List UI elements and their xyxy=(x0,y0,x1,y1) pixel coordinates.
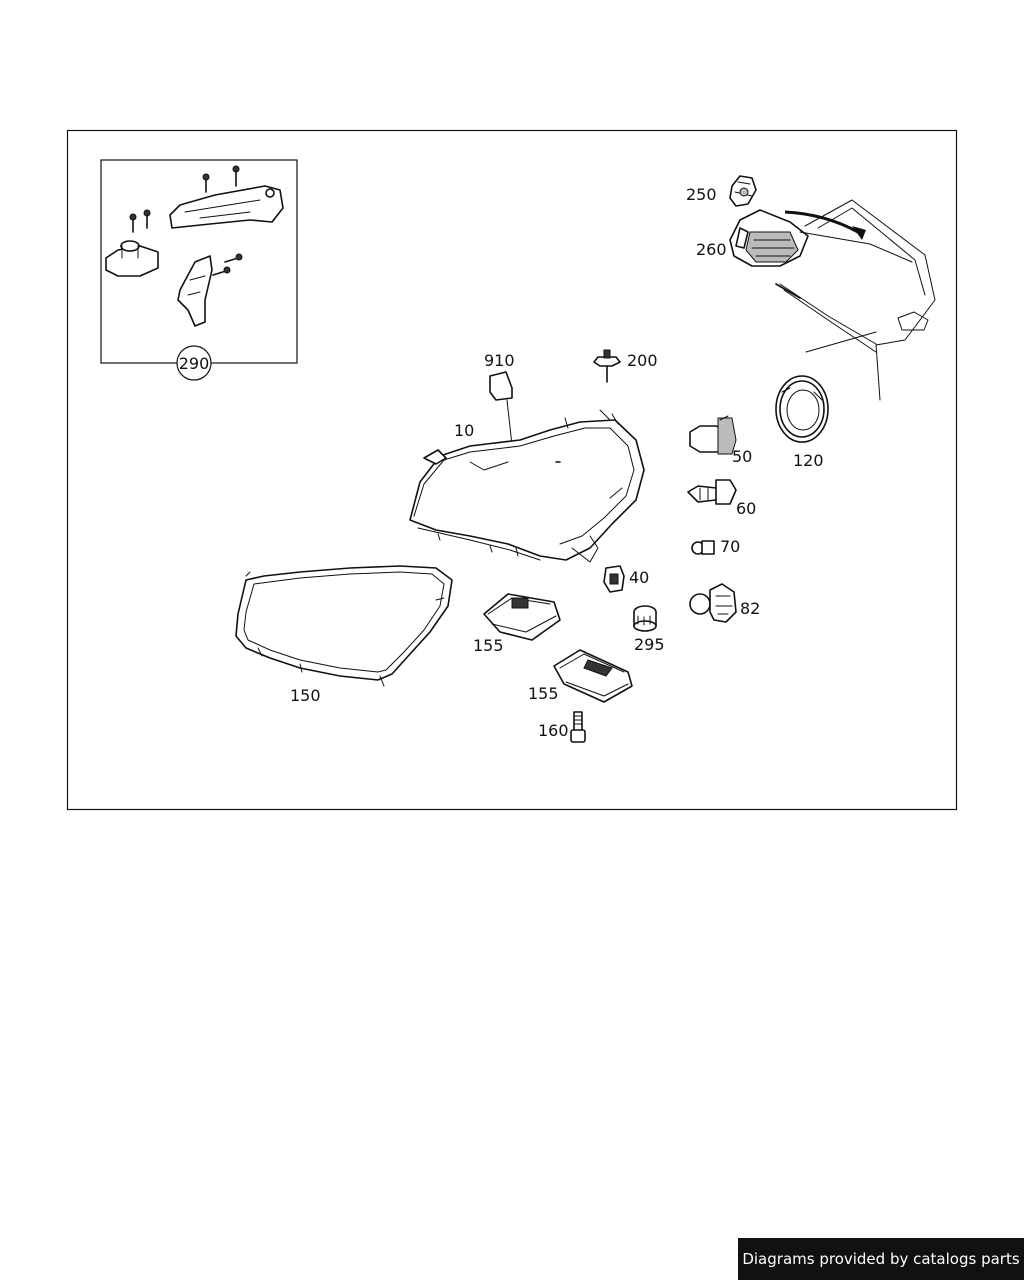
callout-295: 295 xyxy=(634,635,665,654)
callout-40: 40 xyxy=(629,568,649,587)
callout-155-upper: 155 xyxy=(473,636,504,655)
part-200-screw xyxy=(593,349,621,383)
inset-box-290 xyxy=(100,159,298,364)
install-arrow xyxy=(784,210,859,234)
part-150-seal xyxy=(235,565,453,687)
part-160-bolt xyxy=(570,711,586,743)
part-155-ballast-lower xyxy=(553,649,633,703)
part-155-ballast-upper xyxy=(483,593,561,641)
part-260-cap xyxy=(729,209,809,267)
callout-120: 120 xyxy=(793,451,824,470)
callout-910: 910 xyxy=(484,351,515,370)
car-silhouette xyxy=(775,199,936,401)
callout-70: 70 xyxy=(720,537,740,556)
part-120-cover xyxy=(775,375,829,443)
callout-290: 290 xyxy=(179,354,210,373)
callout-60: 60 xyxy=(736,499,756,518)
part-70-bulb xyxy=(691,540,715,555)
credit-banner: Diagrams provided by catalogs parts xyxy=(738,1238,1024,1280)
callout-10: 10 xyxy=(454,421,474,440)
part-295-plug xyxy=(633,605,657,632)
part-50-bulb xyxy=(689,415,737,455)
arrow-head xyxy=(852,226,866,240)
part-60-bulb xyxy=(687,479,737,505)
part-910-tag xyxy=(489,371,513,446)
diagram-frame xyxy=(66,129,958,811)
callout-50: 50 xyxy=(732,447,752,466)
callout-200: 200 xyxy=(627,351,658,370)
part-40-clip xyxy=(603,565,625,593)
callout-250: 250 xyxy=(686,185,717,204)
callout-82: 82 xyxy=(740,599,760,618)
callout-260: 260 xyxy=(696,240,727,259)
callout-150: 150 xyxy=(290,686,321,705)
part-82-bulb xyxy=(689,583,737,623)
callout-160: 160 xyxy=(538,721,569,740)
part-10-headlamp xyxy=(409,409,645,563)
callout-circle-290 xyxy=(176,345,212,381)
callout-155-lower: 155 xyxy=(528,684,559,703)
part-250-socket xyxy=(729,175,757,207)
